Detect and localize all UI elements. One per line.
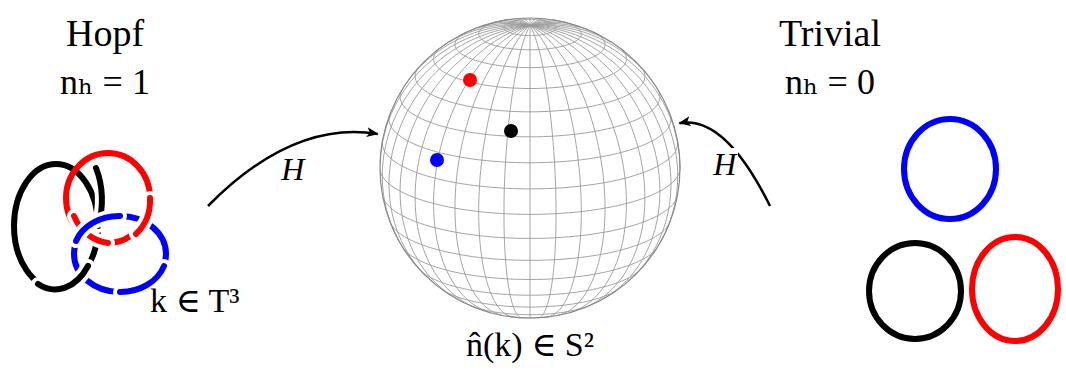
node-label: nₕ = 1 [60,64,150,100]
node-label: n̂(k) ∈ S² [466,328,594,362]
diagram-node: Hopf nₕ = 1 [8,6,208,306]
trivial-rings-illustration [865,101,1065,351]
edge-label: H [279,153,306,185]
node-title: Hopf [66,14,144,52]
space-label: k ∈ T³ [150,284,240,318]
sphere-illustration [378,16,682,320]
map-arrow [679,122,770,206]
diagram-node: n̂(k) ∈ S² [378,16,682,366]
edge-label: H [711,148,738,180]
diagram-node: Trivial nₕ = 0 [770,6,1062,346]
sphere-outline [380,18,680,318]
node-title: Trivial [779,14,881,52]
node-label: nₕ = 0 [785,64,875,100]
map-arrow [208,132,378,206]
